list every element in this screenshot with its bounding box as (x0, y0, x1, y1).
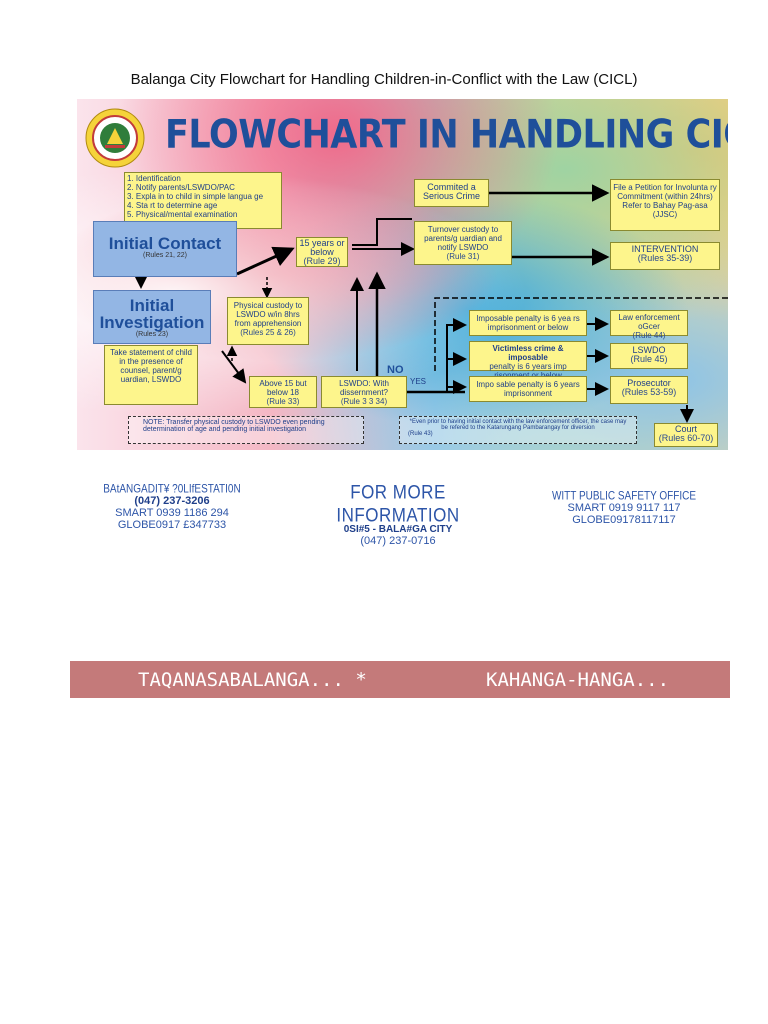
initial-contact-rule: (Rules 21, 22) (143, 252, 187, 259)
city-seal-logo (85, 108, 145, 168)
imposable-penalty-box: Imposable penalty is 6 yea rs imprisonme… (469, 310, 587, 336)
petition-box: File a Petition for Involunta ry Commitm… (610, 179, 720, 231)
court-text: Court (674, 424, 697, 434)
prosecutor-rule: (Rules 53-59) (621, 387, 677, 397)
fifteen-below-text: 15 years or below (299, 238, 345, 257)
initial-investigation-box: Initial Investigation (Rules 23) (93, 290, 211, 344)
page-title: Balanga City Flowchart for Handling Chil… (130, 71, 638, 88)
police-station-name: BAtANGADIT¥ ?0LIfESTATI0N (103, 483, 241, 496)
lswdo-45-rule: (Rule 45) (630, 354, 668, 364)
fifteen-below-box: 15 years or below (Rule 29) (296, 237, 348, 267)
police-station-contact: BAtANGADIT¥ ?0LIfESTATI0N (047) 237-3206… (80, 483, 264, 531)
step-item: 5. Physical/mental examination (127, 210, 238, 219)
law-enforcement-box: Law enforcement oGcer (Rule 44) (610, 310, 688, 340)
above-15-text: Above 15 but below 18 (259, 379, 307, 397)
initial-investigation-title: Initial Investigation (99, 296, 205, 332)
physical-custody-text: Physical custody to LSWDO w/in 8hrs from… (233, 301, 303, 328)
initial-investigation-rule: (Rules 23) (135, 331, 169, 338)
police-station-landline: (047) 237-3206 (134, 495, 210, 507)
lswdo-45-text: LSWDO (632, 345, 666, 355)
initial-contact-box: Initial Contact (Rules 21, 22) (93, 221, 237, 277)
public-safety-globe: GLOBE09178117117 (572, 514, 676, 526)
yes-label: YES (410, 377, 427, 386)
intervention-text: INTERVENTION (631, 244, 699, 254)
slogan-banner: TAQANASABALANGA... * KAHANGA-HANGA... (70, 661, 730, 698)
flowchart-heading: FLOWCHART IN HANDLING CICL CASES (165, 113, 728, 158)
take-statement-box: Take statement of child in the presence … (104, 345, 198, 405)
turnover-custody-text: Turnover custody to parents/g uardian an… (424, 225, 502, 252)
public-safety-smart: SMART 0919 9117 117 (567, 502, 681, 514)
no-label: NO (387, 364, 404, 376)
public-safety-name: WITT PUBLIC SAFETY OFFICE (551, 490, 697, 503)
impo-sable-box: Impo sable penalty is 6 years imprisonme… (469, 376, 587, 402)
more-information-office: 0SI#5 - BALA#GA CITY (343, 524, 453, 535)
katarungang-text: *Even prior to having initial contact wi… (409, 419, 627, 431)
lswdo-discernment-box: LSWDO: With dissernment? (Rule 3 3 34) (321, 376, 407, 408)
intervention-rule: (Rules 35-39) (637, 253, 693, 263)
katarungang-note: *Even prior to having initial contact wi… (399, 416, 637, 444)
police-station-globe: GLOBE0917 £347733 (117, 519, 227, 531)
banner-left-text: TAQANASABALANGA... * (138, 669, 367, 691)
prosecutor-text: Prosecutor (627, 378, 671, 388)
above-15-rule: (Rule 33) (266, 397, 300, 406)
above-15-box: Above 15 but below 18 (Rule 33) (249, 376, 317, 408)
lswdo-discernment-rule: (Rule 3 3 34) (340, 397, 388, 406)
transfer-custody-note: NOTE: Transfer physical custody to LSWDO… (128, 416, 364, 444)
banner-right-text: KAHANGA-HANGA... (486, 669, 670, 691)
law-enforcement-text: Law enforcement oGcer (618, 313, 680, 331)
initial-contact-title: Initial Contact (108, 234, 222, 253)
law-enforcement-rule: (Rule 44) (632, 331, 666, 340)
step-item: 1. Identification (127, 174, 181, 183)
more-information-heading: FOR MORE INFORMATION (336, 481, 460, 526)
turnover-custody-box: Turnover custody to parents/g uardian an… (414, 221, 512, 265)
intervention-box: INTERVENTION (Rules 35-39) (610, 242, 720, 270)
court-rule: (Rules 60-70) (658, 433, 714, 443)
more-information-landline: (047) 237-0716 (360, 535, 436, 547)
physical-custody-rule: (Rules 25 & 26) (240, 328, 296, 337)
victimless-title: Victimless crime & imposable (492, 344, 564, 362)
turnover-custody-rule: (Rule 31) (446, 252, 480, 261)
step-item: 2. Notify parents/LSWDO/PAC (127, 183, 235, 192)
flow-arrows (134, 184, 728, 423)
court-box: Court (Rules 60-70) (654, 423, 718, 447)
katarungang-rule: (Rule 43) (408, 431, 433, 437)
victimless-crime-box: Victimless crime & imposable penalty is … (469, 341, 587, 380)
committed-serious-crime-box: Commited a Serious Crime (414, 179, 489, 207)
police-station-smart: SMART 0939 1186 294 (115, 507, 229, 519)
physical-custody-box: Physical custody to LSWDO w/in 8hrs from… (227, 297, 309, 345)
more-information-contact: FOR MORE INFORMATION 0SI#5 - BALA#GA CIT… (290, 481, 506, 547)
fifteen-below-rule: (Rule 29) (303, 256, 341, 266)
step-item: 3. Expla in to child in simple langua ge (127, 192, 264, 201)
public-safety-contact: WITT PUBLIC SAFETY OFFICE SMART 0919 911… (540, 490, 708, 526)
step-item: 4. Sta rt to determine age (127, 201, 218, 210)
prosecutor-box: Prosecutor (Rules 53-59) (610, 376, 688, 404)
lswdo-45-box: LSWDO (Rule 45) (610, 343, 688, 369)
cicl-flowchart: FLOWCHART IN HANDLING CICL CASES 1. Iden… (77, 99, 728, 450)
victimless-text: penalty is 6 years imp risonment or belo… (489, 362, 567, 380)
lswdo-discernment-text: LSWDO: With dissernment? (339, 379, 389, 397)
